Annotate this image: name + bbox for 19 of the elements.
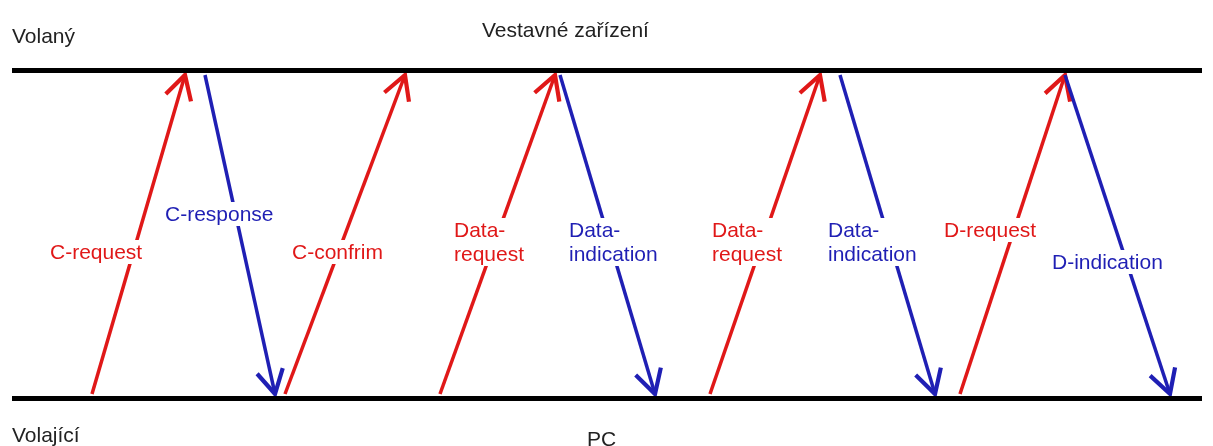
edge-label: C-response: [163, 202, 276, 226]
edge-label: Data- indication: [567, 218, 660, 266]
edge-label: C-request: [48, 240, 145, 264]
edge-label: D-indication: [1050, 250, 1165, 274]
edge-label: Data- request: [710, 218, 785, 266]
device-label: Vestavné zařízení: [482, 18, 649, 42]
edge-label: Data- request: [452, 218, 527, 266]
role-label: Volající: [12, 423, 80, 446]
timeline-bar: [12, 396, 1202, 446]
edge-label: Data- indication: [826, 218, 919, 266]
edge-label: C-confrim: [290, 240, 385, 264]
arrow: [90, 72, 194, 395]
edge-label: D-request: [942, 218, 1039, 242]
arrow: [203, 74, 285, 397]
role-label: Volaný: [12, 24, 76, 48]
arrow: [1063, 74, 1178, 397]
arrow: [283, 72, 412, 395]
device-label: PC: [587, 427, 617, 446]
arrow: [958, 72, 1073, 395]
